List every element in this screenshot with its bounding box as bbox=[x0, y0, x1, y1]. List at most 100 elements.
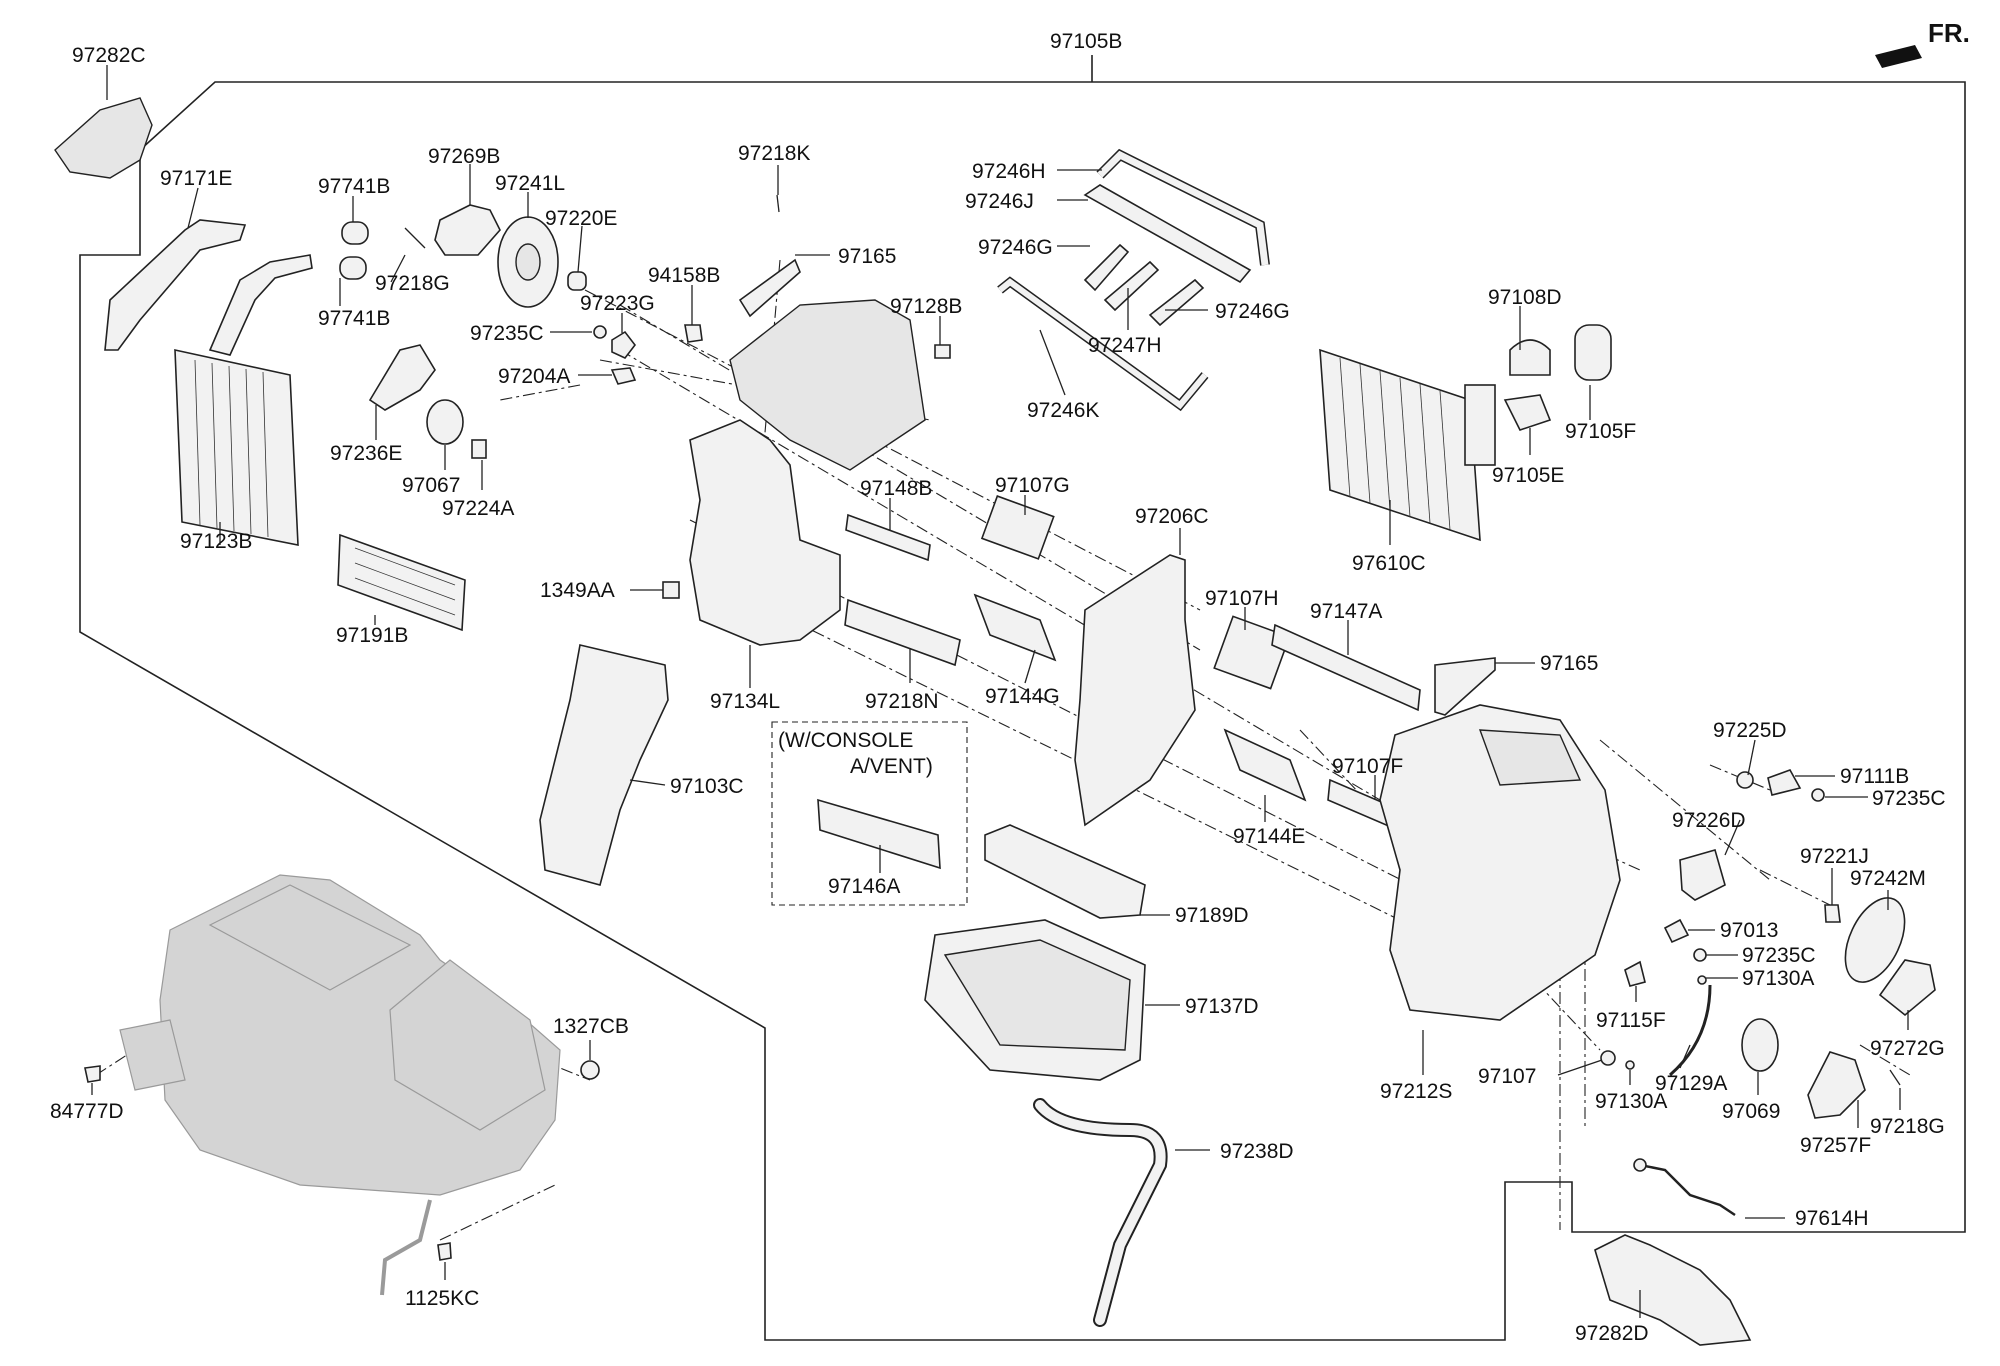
label-97269B[interactable]: 97269B bbox=[428, 145, 500, 168]
label-97128B[interactable]: 97128B bbox=[890, 295, 962, 318]
assembled-hvac-unit bbox=[119, 874, 561, 1296]
front-label: FR. bbox=[1928, 18, 1970, 48]
part-97226D-shape bbox=[1679, 849, 1726, 901]
part-97235C-a-shape bbox=[593, 325, 607, 339]
label-97225D[interactable]: 97225D bbox=[1713, 719, 1787, 742]
label-97242M[interactable]: 97242M bbox=[1850, 867, 1926, 890]
label-97105F[interactable]: 97105F bbox=[1565, 420, 1636, 443]
label-97134L[interactable]: 97134L bbox=[710, 690, 780, 713]
label-97107H[interactable]: 97107H bbox=[1205, 587, 1279, 610]
part-97269B-shape bbox=[434, 204, 501, 256]
part-97107-shape bbox=[1600, 1050, 1616, 1066]
part-97235C-c-shape bbox=[1693, 948, 1707, 962]
label-97246K[interactable]: 97246K bbox=[1027, 399, 1099, 422]
part-97223G-shape bbox=[611, 330, 637, 359]
label-97123B[interactable]: 97123B bbox=[180, 530, 252, 553]
label-97282C[interactable]: 97282C bbox=[72, 44, 146, 67]
label-97189D[interactable]: 97189D bbox=[1175, 904, 1249, 927]
part-97272G-shape bbox=[1878, 959, 1936, 1017]
label-97247H[interactable]: 97247H bbox=[1088, 334, 1162, 357]
part-97282C-shape bbox=[54, 97, 153, 179]
label-97105E[interactable]: 97105E bbox=[1492, 464, 1564, 487]
label-97147A[interactable]: 97147A bbox=[1310, 600, 1382, 623]
label-97069[interactable]: 97069 bbox=[1722, 1100, 1780, 1123]
label-97741B-b[interactable]: 97741B bbox=[318, 307, 390, 330]
label-1125KC[interactable]: 1125KC bbox=[405, 1287, 479, 1310]
part-97235C-b-shape bbox=[1811, 788, 1825, 802]
label-97013[interactable]: 97013 bbox=[1720, 919, 1778, 942]
label-97171E[interactable]: 97171E bbox=[160, 167, 232, 190]
label-97130A-a[interactable]: 97130A bbox=[1742, 967, 1814, 990]
label-97115F[interactable]: 97115F bbox=[1596, 1009, 1666, 1032]
label-97235C-c[interactable]: 97235C bbox=[1742, 944, 1816, 967]
label-97610C[interactable]: 97610C bbox=[1352, 552, 1426, 575]
part-97247H-shape bbox=[1103, 260, 1160, 312]
label-1349AA[interactable]: 1349AA bbox=[540, 579, 615, 602]
label-97282D[interactable]: 97282D bbox=[1575, 1322, 1649, 1345]
label-97144E[interactable]: 97144E bbox=[1233, 825, 1305, 848]
label-97218K[interactable]: 97218K bbox=[738, 142, 810, 165]
part-97191B-shape bbox=[337, 533, 466, 632]
label-97107F[interactable]: 97107F bbox=[1332, 755, 1403, 778]
label-97148B[interactable]: 97148B bbox=[860, 477, 932, 500]
label-97129A[interactable]: 97129A bbox=[1655, 1072, 1727, 1095]
label-97226D[interactable]: 97226D bbox=[1672, 809, 1746, 832]
label-97241L[interactable]: 97241L bbox=[495, 172, 565, 195]
part-97144G-shape bbox=[973, 593, 1057, 662]
label-97165-b[interactable]: 97165 bbox=[1540, 652, 1598, 675]
label-97144G[interactable]: 97144G bbox=[985, 685, 1060, 708]
label-97137D[interactable]: 97137D bbox=[1185, 995, 1259, 1018]
label-97236E[interactable]: 97236E bbox=[330, 442, 402, 465]
label-97220E[interactable]: 97220E bbox=[545, 207, 617, 230]
label-97146A[interactable]: 97146A bbox=[828, 875, 900, 898]
label-97067[interactable]: 97067 bbox=[402, 474, 460, 497]
label-97218G-a[interactable]: 97218G bbox=[375, 272, 450, 295]
label-97224A[interactable]: 97224A bbox=[442, 497, 514, 520]
label-97246G-b[interactable]: 97246G bbox=[1215, 300, 1290, 323]
part-97165-b-shape bbox=[1434, 657, 1496, 716]
label-97238D[interactable]: 97238D bbox=[1220, 1140, 1294, 1163]
label-97221J[interactable]: 97221J bbox=[1800, 845, 1869, 868]
label-97191B[interactable]: 97191B bbox=[336, 624, 408, 647]
part-97171E-shape bbox=[104, 219, 247, 351]
label-1327CB[interactable]: 1327CB bbox=[553, 1015, 629, 1038]
label-97130A-b[interactable]: 97130A bbox=[1595, 1090, 1667, 1113]
part-97147A-shape bbox=[1271, 623, 1421, 712]
label-97165-a[interactable]: 97165 bbox=[838, 245, 896, 268]
label-97218N[interactable]: 97218N bbox=[865, 690, 939, 713]
part-97238D-shape bbox=[1033, 1098, 1168, 1327]
label-97206C[interactable]: 97206C bbox=[1135, 505, 1209, 528]
label-97246H[interactable]: 97246H bbox=[972, 160, 1046, 183]
label-97741B-a[interactable]: 97741B bbox=[318, 175, 390, 198]
label-97257F[interactable]: 97257F bbox=[1800, 1134, 1871, 1157]
label-84777D[interactable]: 84777D bbox=[50, 1100, 124, 1123]
part-97165-a-shape bbox=[738, 258, 801, 318]
label-94158B[interactable]: 94158B bbox=[648, 264, 720, 287]
part-97144E-shape bbox=[1223, 728, 1307, 802]
part-97257F-shape bbox=[1807, 1051, 1866, 1119]
label-97614H[interactable]: 97614H bbox=[1795, 1207, 1869, 1230]
part-97105F-shape bbox=[1574, 324, 1612, 381]
label-97246J[interactable]: 97246J bbox=[965, 190, 1034, 213]
label-97272G[interactable]: 97272G bbox=[1870, 1037, 1945, 1060]
label-97223G[interactable]: 97223G bbox=[580, 292, 655, 315]
part-97130A-b-shape bbox=[1625, 1060, 1635, 1070]
label-97103C[interactable]: 97103C bbox=[670, 775, 744, 798]
part-97206C-shape bbox=[1074, 554, 1196, 827]
label-97107G[interactable]: 97107G bbox=[995, 474, 1070, 497]
part-97218N-shape bbox=[844, 598, 961, 667]
label-97212S[interactable]: 97212S bbox=[1380, 1080, 1452, 1103]
console-option-box bbox=[771, 721, 968, 906]
label-97107[interactable]: 97107 bbox=[1478, 1065, 1536, 1088]
label-97235C-b[interactable]: 97235C bbox=[1872, 787, 1946, 810]
label-97204A[interactable]: 97204A bbox=[498, 365, 570, 388]
label-97218G-b[interactable]: 97218G bbox=[1870, 1115, 1945, 1138]
label-97111B[interactable]: 97111B bbox=[1840, 765, 1909, 788]
label-97108D[interactable]: 97108D bbox=[1488, 286, 1562, 309]
label-97235C-a[interactable]: 97235C bbox=[470, 322, 544, 345]
part-97614H-shape bbox=[1639, 1163, 1736, 1217]
part-97128B-shape bbox=[934, 344, 951, 359]
label-97246G-a[interactable]: 97246G bbox=[978, 236, 1053, 259]
part-97246J-shape bbox=[1083, 184, 1252, 284]
